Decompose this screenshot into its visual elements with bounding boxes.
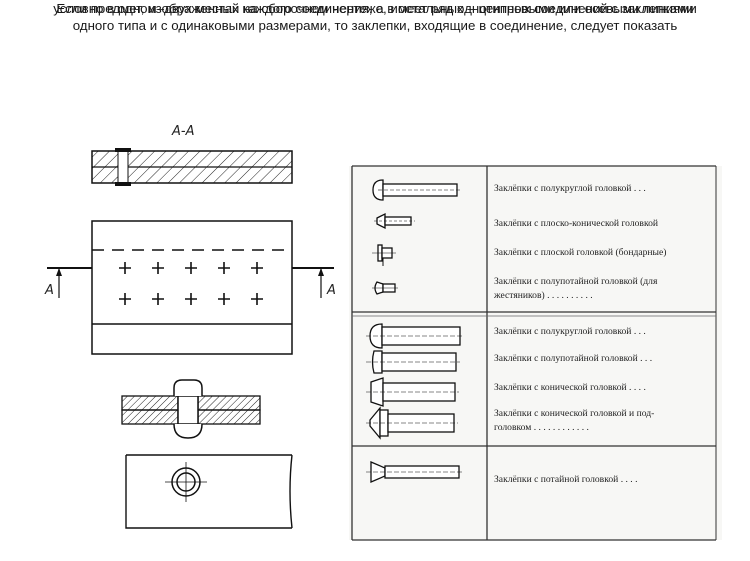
rivet-centers <box>119 262 263 305</box>
rivet-icons-group2 <box>366 323 464 440</box>
label-rivet-half-round: Заклёпки с полукруглой головкой . . . <box>494 183 646 194</box>
rivet-icon-countersunk <box>366 461 462 483</box>
label-rivet-half-round-2: Заклёпки с полукруглой головкой . . . <box>494 326 646 337</box>
label-rivet-flat-conical: Заклёпки с плоско-конической головкой <box>494 218 658 229</box>
rivet-types-table: Заклёпки с полукруглой головкой . . . За… <box>349 165 722 541</box>
plan-view <box>47 220 334 355</box>
rivet-icons-group1 <box>372 179 462 295</box>
label-rivet-semi-countersunk-tin: Заклёпки с полупотайной головкой (для <box>494 276 658 287</box>
rivet-joint-section <box>121 379 261 439</box>
label-rivet-semi-countersunk: Заклёпки с полупотайной головкой . . . <box>494 353 652 364</box>
intro-line-2: одного типа и с одинаковыми размерами, т… <box>72 18 678 33</box>
label-rivet-conical-neck-cont: головком . . . . . . . . . . . . <box>494 422 589 433</box>
label-rivet-conical-neck: Заклёпки с конической головкой и под- <box>494 408 654 419</box>
section-view <box>91 148 293 186</box>
rivet-joint-plan <box>125 454 293 529</box>
label-rivet-semi-countersunk-tin-cont: жестяников) . . . . . . . . . . <box>493 290 593 301</box>
section-label: А-А <box>171 124 194 139</box>
arrow-label-right: А <box>326 283 336 298</box>
intro-line-1: Если предмет, изображенный на сборочном … <box>56 1 694 16</box>
label-rivet-countersunk: Заклёпки с потайной головкой . . . . <box>494 474 638 485</box>
intro-line-3: условно в одном–двух местах каждого соед… <box>53 1 697 16</box>
arrow-label-left: А <box>44 283 54 298</box>
label-rivet-conical: Заклёпки с конической головкой . . . . <box>494 382 646 393</box>
intro-paragraph: Если предмет, изображенный на сборочном … <box>0 0 750 34</box>
intro-paragraph-2: условно в одном–двух местах каждого соед… <box>0 0 750 17</box>
label-rivet-flat: Заклёпки с плоской головкой (бондарные) <box>494 247 666 258</box>
